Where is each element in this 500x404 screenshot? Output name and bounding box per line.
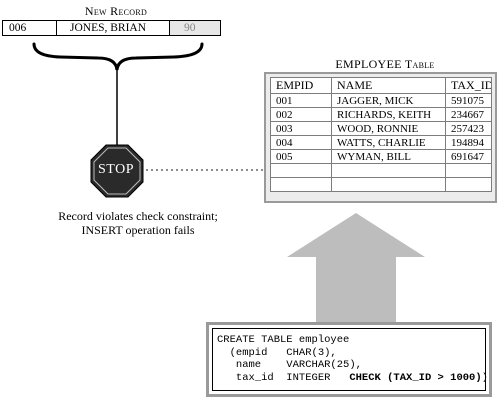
column-header-tax-id: TAX_ID [445,77,492,94]
cell-tax-id: 194894 [445,135,492,150]
big-up-arrow-icon [287,213,425,322]
employee-table: EMPID NAME TAX_ID 001 JAGGER, MICK 59107… [270,77,492,192]
table-row: 002 RICHARDS, KEITH 234667 [270,107,492,122]
cell-empid: 001 [270,93,332,108]
table-header-row: EMPID NAME TAX_ID [270,77,492,94]
cell-tax-id: 691647 [445,149,492,164]
new-record-title: New Record [84,4,148,18]
cell-tax-id: 234667 [445,107,492,122]
sql-code: CREATE TABLE employee (empid CHAR(3), na… [217,334,488,384]
cell-tax-id: 591075 [445,93,492,108]
cell-name: WYMAN, BILL [331,149,446,164]
cell-name: JAGGER, MICK [331,93,446,108]
curly-brace-icon [32,42,204,71]
column-header-name: NAME [331,77,446,94]
sql-line-3: name VARCHAR(25), [217,359,362,371]
table-row: 005 WYMAN, BILL 691647 [270,149,492,164]
table-row: 004 WATTS, CHARLIE 194894 [270,135,492,150]
employee-table-title: EMPLOYEE Table [335,57,435,71]
sql-line-2: (empid CHAR(3), [217,346,337,359]
caption: Record violates check constraint; INSERT… [30,209,246,237]
new-record-tax-id: 90 [170,21,220,35]
new-record-id: 006 [3,21,57,35]
cell-tax-id: 257423 [445,121,492,136]
cell-name: RICHARDS, KEITH [331,107,446,122]
caption-line-2: INSERT operation fails [81,223,195,237]
stop-sign-label: STOP [98,162,134,177]
sql-line-4-suffix: ) [481,371,488,384]
cell-empid: 003 [270,121,332,136]
cell-name: WOOD, RONNIE [331,121,446,136]
new-record-name: JONES, BRIAN [57,21,170,35]
stop-sign-icon [90,144,144,198]
cell-empid: 002 [270,107,332,122]
column-header-empid: EMPID [270,77,332,94]
sql-check-constraint: CHECK (TAX_ID > 1000) [349,371,482,384]
table-row-empty [270,163,492,178]
sql-line-1: CREATE TABLE employee [217,334,350,346]
sql-box [212,328,486,391]
caption-line-1: Record violates check constraint; [58,209,218,223]
table-row-empty [270,177,492,192]
table-row: 001 JAGGER, MICK 591075 [270,93,492,108]
cell-name: WATTS, CHARLIE [331,135,446,150]
cell-empid: 004 [270,135,332,150]
table-row: 003 WOOD, RONNIE 257423 [270,121,492,136]
new-record-row: 006 JONES, BRIAN 90 [2,20,221,36]
cell-empid: 005 [270,149,332,164]
sql-line-4-prefix: tax_id INTEGER [217,371,350,384]
